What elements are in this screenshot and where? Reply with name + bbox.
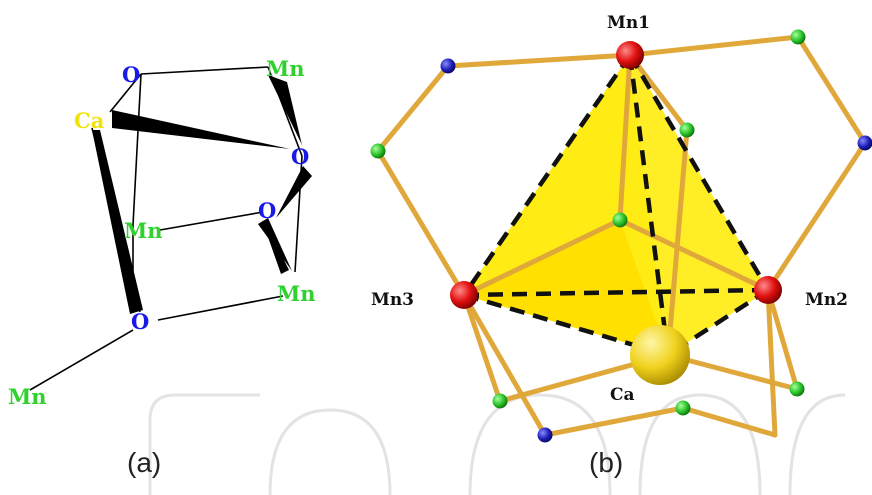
oxygen-atom <box>440 58 456 74</box>
a-label-o-right: O <box>291 144 309 169</box>
b-label-ca: Ca <box>610 385 635 405</box>
ligand-atom <box>789 381 805 397</box>
b-label-mn2: Mn2 <box>805 290 848 310</box>
panel-b-cluster: Mn1 Mn2 Mn3 Ca <box>370 13 872 443</box>
panel-a-bonds <box>29 66 303 391</box>
a-label-mn-mid: Mn <box>124 218 163 243</box>
b-label-mn3: Mn3 <box>371 290 414 310</box>
oxygen-atom <box>537 427 553 443</box>
panel-a-cubane: O Mn Ca O O Mn Mn O Mn <box>8 56 316 409</box>
mn2-atom <box>754 276 782 304</box>
mn1-atom <box>616 41 644 69</box>
ligand-atom <box>679 122 695 138</box>
ligand-atoms <box>370 29 872 443</box>
ligand-atom <box>612 212 628 228</box>
panel-a-wedges <box>92 75 312 314</box>
tetrahedron-faces <box>464 55 768 355</box>
a-label-ca: Ca <box>74 108 105 133</box>
a-label-o-bottom: O <box>131 309 149 334</box>
panel-b-bonds <box>375 34 868 438</box>
caption-b: (b) <box>589 447 623 478</box>
ligand-atom <box>675 400 691 416</box>
oxygen-atom <box>857 135 872 151</box>
ca-atom <box>630 325 690 385</box>
a-label-o-mid: O <box>258 198 276 223</box>
ligand-atom <box>370 143 386 159</box>
ligand-atom <box>790 29 806 45</box>
a-label-o-top: O <box>122 62 140 87</box>
ligand-atom <box>492 393 508 409</box>
a-label-mn-right: Mn <box>277 281 316 306</box>
caption-a: (a) <box>127 447 161 478</box>
a-label-mn-outer: Mn <box>8 384 47 409</box>
mn3-atom <box>450 281 478 309</box>
a-label-mn-top: Mn <box>266 56 305 81</box>
b-label-mn1: Mn1 <box>607 13 650 33</box>
watermark <box>148 393 846 495</box>
